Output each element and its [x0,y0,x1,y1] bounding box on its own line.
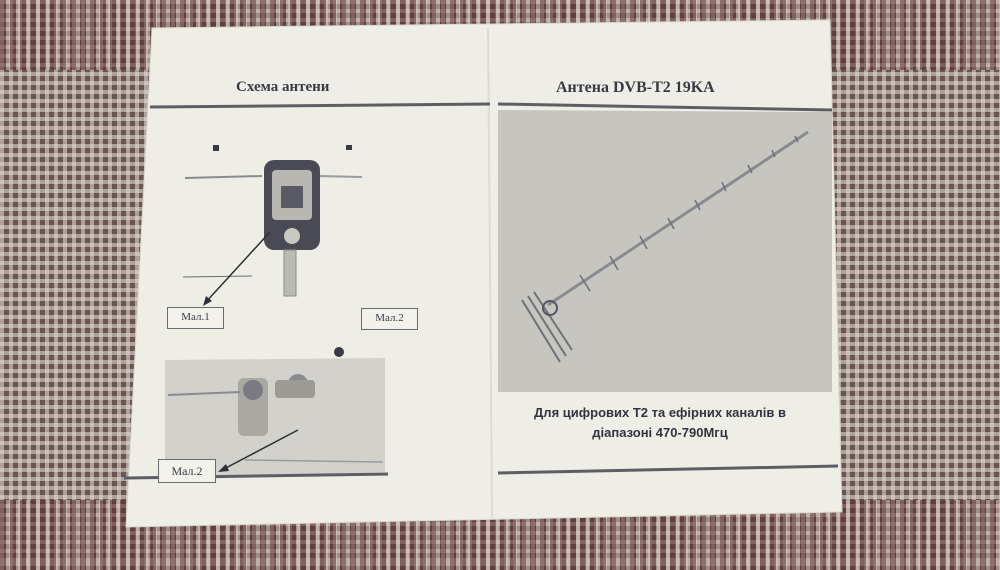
figure-label-1: Мал.1 [167,307,224,329]
caption-line-2: діапазоні 470-790Мгц [592,425,728,440]
left-header-rule [149,102,491,109]
frequency-caption: Для цифрових Т2 та ефірних каналів в діа… [500,403,820,443]
caption-line-1: Для цифрових Т2 та ефірних каналів в [534,405,786,420]
figure-label-2: Мал.2 [361,308,418,330]
right-panel-title: Антена DVB-T2 19KA [556,79,715,96]
right-bottom-rule [497,464,839,475]
antenna-boom [547,130,809,307]
antenna-reflector [521,291,573,363]
left-panel-title: Схема антени [236,79,330,95]
antenna-dipole [542,300,558,316]
antenna-elements [579,135,799,292]
antenna-photo [498,110,832,392]
mount-photo [165,358,385,478]
fold-line [487,27,493,519]
pointer-arrow-2 [221,429,299,471]
antenna-connector-diagram [182,145,363,297]
pointer-arrow-1 [204,231,271,304]
pointer-arrowhead-1 [203,296,212,306]
pointer-arrowhead-2 [218,464,229,472]
figure-label-3: Мал.2 [158,459,216,483]
right-header-rule [497,102,833,112]
mount-diagram [167,374,384,463]
